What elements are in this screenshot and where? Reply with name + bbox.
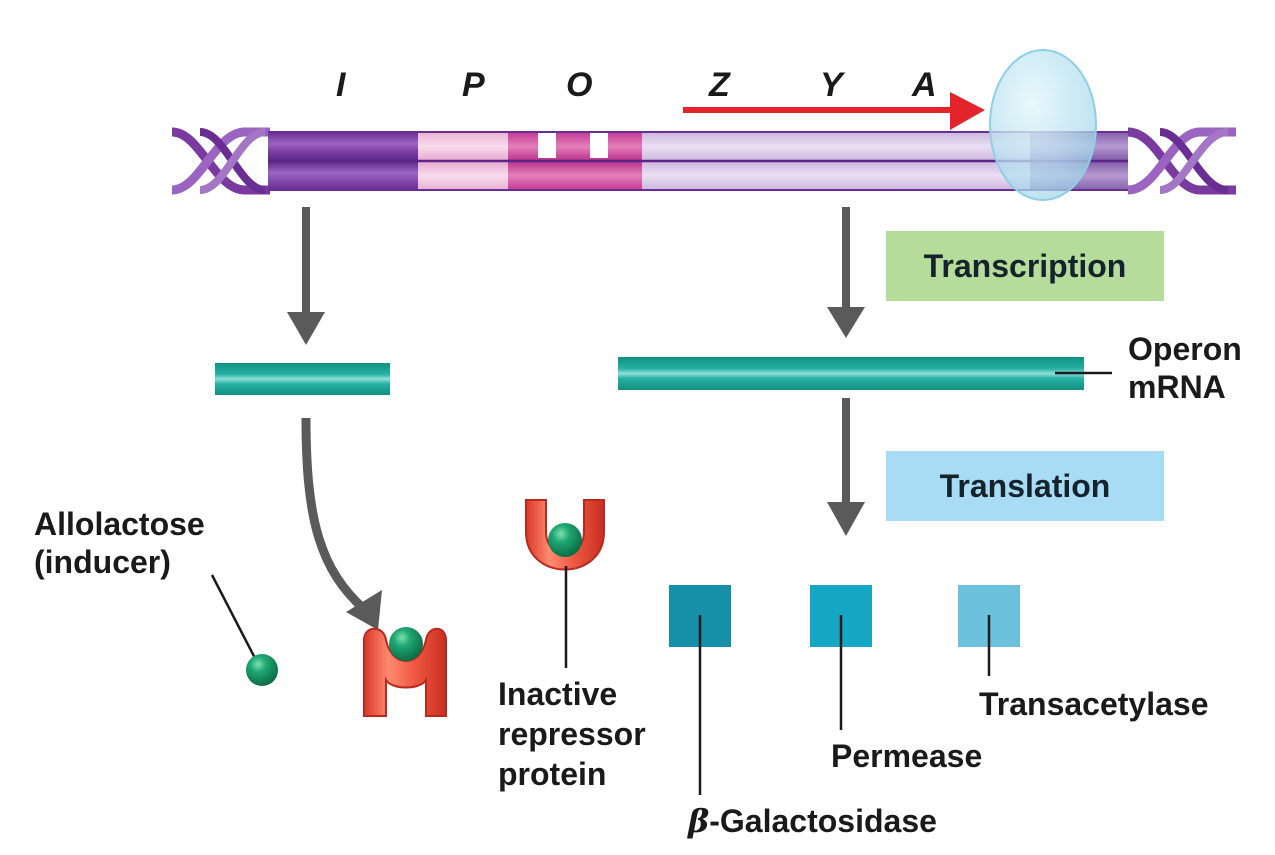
beta-galactosidase-label: β-Galactosidase [688,802,937,840]
gene-label-i: I [336,66,346,104]
flow-arrow-mrna-to-repressor [301,417,382,630]
dna-helix-right [1127,127,1236,195]
flow-arrow-transcription [827,207,865,338]
operon-mrna [618,357,1084,390]
inactive-repressor-label: Inactive repressor protein [498,674,646,794]
flow-arrow-i-to-mrna [287,207,325,345]
translation-step-box: Translation [886,451,1164,521]
permease-label: Permease [831,738,983,774]
transcription-direction-arrow [683,92,985,130]
gene-label-z: Z [709,66,730,104]
operon-mrna-label-line2: mRNA [1128,369,1226,405]
inactive-repressor-label-line1: Inactive [498,676,618,712]
transcription-step-box: Transcription [886,231,1164,301]
rna-polymerase [989,49,1097,201]
transcription-label: Transcription [923,247,1127,284]
flow-arrow-translation [827,398,865,536]
allolactose-inducer [246,654,278,686]
gene-label-y: Y [820,66,843,104]
gene-label-a: A [912,66,937,104]
allolactose-label: Allolactose (inducer) [34,505,205,581]
translation-label: Translation [939,467,1111,504]
allolactose-label-line1: Allolactose [34,506,205,542]
allolactose-leader-line [210,574,260,665]
repressor-with-inducer [363,627,447,717]
inactive-repressor-label-line3: protein [498,756,607,792]
dna-helix-left [171,127,270,195]
repressor-mrna [215,363,390,395]
operon-mrna-label: Operon mRNA [1128,330,1242,406]
gene-label-p: P [462,66,485,104]
transacetylase-label: Transacetylase [979,686,1209,722]
inactive-repressor-protein [525,499,605,571]
gene-label-o: O [566,66,593,104]
allolactose-label-line2: (inducer) [34,544,171,580]
operon-mrna-label-line1: Operon [1128,331,1242,367]
inactive-repressor-label-line2: repressor [498,716,646,752]
beta-symbol: β [688,802,710,840]
beta-galactosidase-text: -Galactosidase [709,803,937,839]
